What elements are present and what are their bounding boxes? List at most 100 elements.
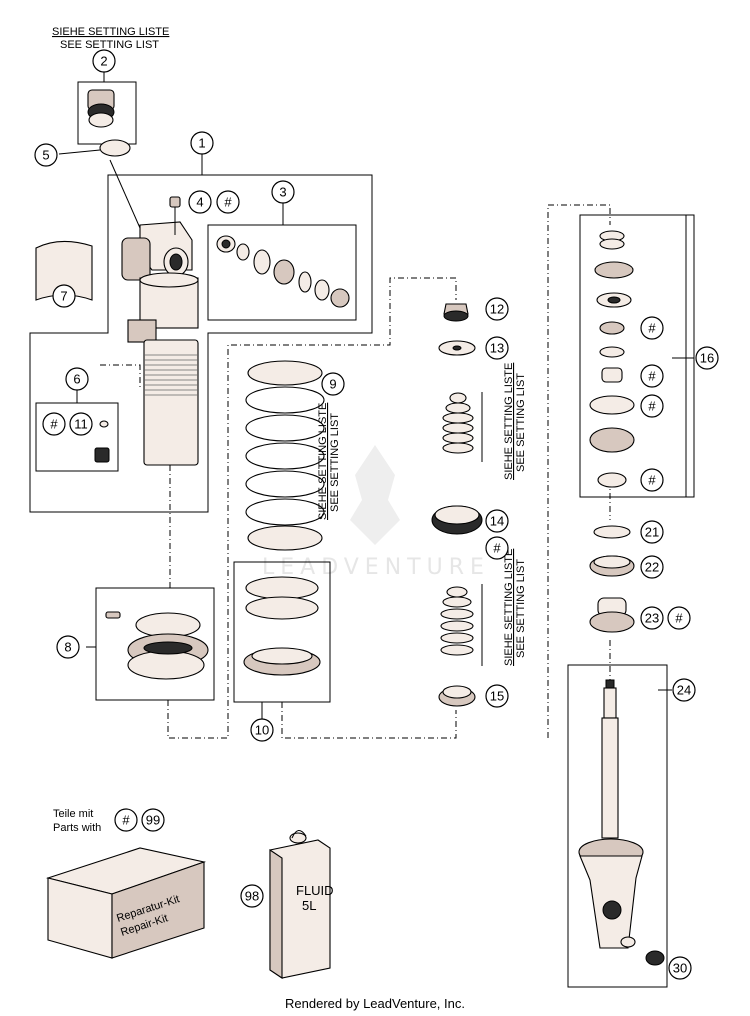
seal-kit: [216, 235, 350, 308]
svg-text:30: 30: [673, 961, 687, 976]
callout-16-hash-4: #: [640, 468, 664, 492]
svg-text:13: 13: [490, 341, 504, 356]
o-ring: [99, 139, 131, 157]
callout-14: 14: [485, 509, 509, 533]
setting-list-rotated-3: SIEHE SETTING LISTE SEE SETTING LIST: [503, 549, 527, 666]
fluid-volume: 5L: [302, 898, 316, 913]
svg-text:14: 14: [490, 514, 504, 529]
svg-text:#: #: [50, 417, 58, 432]
svg-text:#: #: [648, 473, 656, 488]
shim-stack-lower: [440, 586, 474, 656]
callout-11-hash: #: [42, 412, 66, 436]
callout-16-hash-1: #: [640, 316, 664, 340]
callout-12: 12: [485, 297, 509, 321]
shock-body: [109, 159, 199, 466]
piston-nut: [443, 303, 469, 322]
damper-rod: [578, 679, 644, 949]
callout-4-hash: #: [216, 190, 240, 214]
callout-2: 2: [92, 49, 116, 73]
svg-text:SEE SETTING LIST: SEE SETTING LIST: [515, 559, 527, 658]
svg-text:22: 22: [645, 560, 659, 575]
preload-collar: [105, 611, 209, 680]
watermark-text: LEADVENTURE: [262, 555, 490, 580]
setting-list-rotated-1: SIEHE SETTING LISTE SEE SETTING LIST: [317, 403, 341, 520]
callout-30: 30: [668, 956, 692, 980]
svg-text:#: #: [675, 611, 683, 626]
piston: [431, 505, 483, 535]
washer: [438, 340, 476, 356]
svg-text:16: 16: [700, 351, 714, 366]
part-8-frame: [95, 587, 215, 701]
svg-text:1: 1: [198, 136, 205, 151]
callout-7: 7: [52, 284, 76, 308]
svg-text:8: 8: [64, 640, 71, 655]
callout-5: 5: [34, 143, 58, 167]
fluid-label: FLUID: [296, 883, 334, 898]
svg-text:98: 98: [245, 889, 259, 904]
footer-credit: Rendered by LeadVenture, Inc.: [285, 996, 465, 1011]
adjuster-cap: [87, 89, 115, 128]
leader-lines: [76, 72, 694, 720]
callout-99-hash: #: [114, 808, 138, 832]
svg-text:9: 9: [329, 377, 336, 392]
repair-kit-note-de: Teile mit: [53, 808, 93, 820]
svg-text:SEE SETTING LIST: SEE SETTING LIST: [329, 413, 341, 512]
svg-text:#: #: [493, 541, 501, 556]
repair-kit-box: Reparatur-Kit Repair-Kit: [46, 847, 207, 959]
callout-15: 15: [485, 684, 509, 708]
svg-text:3: 3: [279, 185, 286, 200]
callout-8: 8: [56, 635, 80, 659]
svg-text:SIEHE SETTING LISTE: SIEHE SETTING LISTE: [503, 549, 515, 666]
svg-text:#: #: [224, 195, 232, 210]
callout-14-hash: #: [485, 536, 509, 560]
sticker: [35, 240, 93, 301]
bushing: [620, 936, 665, 966]
repair-kit-note-en: Parts with: [53, 822, 101, 834]
svg-text:99: 99: [146, 813, 160, 828]
callout-21: 21: [640, 520, 664, 544]
svg-text:SIEHE SETTING LISTE: SIEHE SETTING LISTE: [503, 363, 515, 480]
callout-13: 13: [485, 336, 509, 360]
svg-text:#: #: [648, 399, 656, 414]
callout-99: 99: [141, 808, 165, 832]
part-3-frame: [207, 224, 357, 321]
svg-text:#: #: [122, 813, 130, 828]
rebound-stop: [438, 685, 476, 707]
svg-text:21: 21: [645, 525, 659, 540]
callout-98: 98: [240, 884, 264, 908]
svg-text:10: 10: [255, 723, 269, 738]
callout-16-hash-2: #: [640, 364, 664, 388]
svg-text:12: 12: [490, 302, 504, 317]
setting-list-label-de: SIEHE SETTING LISTE: [52, 26, 169, 38]
svg-text:24: 24: [677, 683, 691, 698]
fluid-can: FLUID 5L: [269, 830, 334, 980]
callout-11: 11: [69, 412, 93, 436]
callout-1: 1: [190, 131, 214, 155]
svg-text:4: 4: [196, 195, 203, 210]
callout-3: 3: [271, 180, 295, 204]
callout-23-hash: #: [667, 606, 691, 630]
svg-text:11: 11: [74, 417, 88, 432]
svg-text:SIEHE SETTING LISTE: SIEHE SETTING LISTE: [317, 403, 329, 520]
svg-text:2: 2: [100, 54, 107, 69]
svg-text:#: #: [648, 369, 656, 384]
leader-5: [58, 149, 101, 155]
connector-line-2: [281, 702, 457, 739]
connector-line-3: [547, 204, 611, 738]
callout-16: 16: [695, 346, 719, 370]
callout-9: 9: [321, 372, 345, 396]
watermark: LEADVENTURE: [262, 445, 490, 580]
callout-10: 10: [250, 718, 274, 742]
callout-24: 24: [672, 678, 696, 702]
svg-text:#: #: [648, 321, 656, 336]
callout-23: 23: [640, 606, 664, 630]
part-16-frame: [579, 214, 695, 498]
callout-16-hash-3: #: [640, 394, 664, 418]
svg-text:SEE SETTING LIST: SEE SETTING LIST: [515, 373, 527, 472]
bump-cup: [589, 555, 635, 577]
svg-text:15: 15: [490, 689, 504, 704]
callout-4: 4: [188, 190, 212, 214]
callout-22: 22: [640, 555, 664, 579]
spring: [245, 360, 325, 551]
